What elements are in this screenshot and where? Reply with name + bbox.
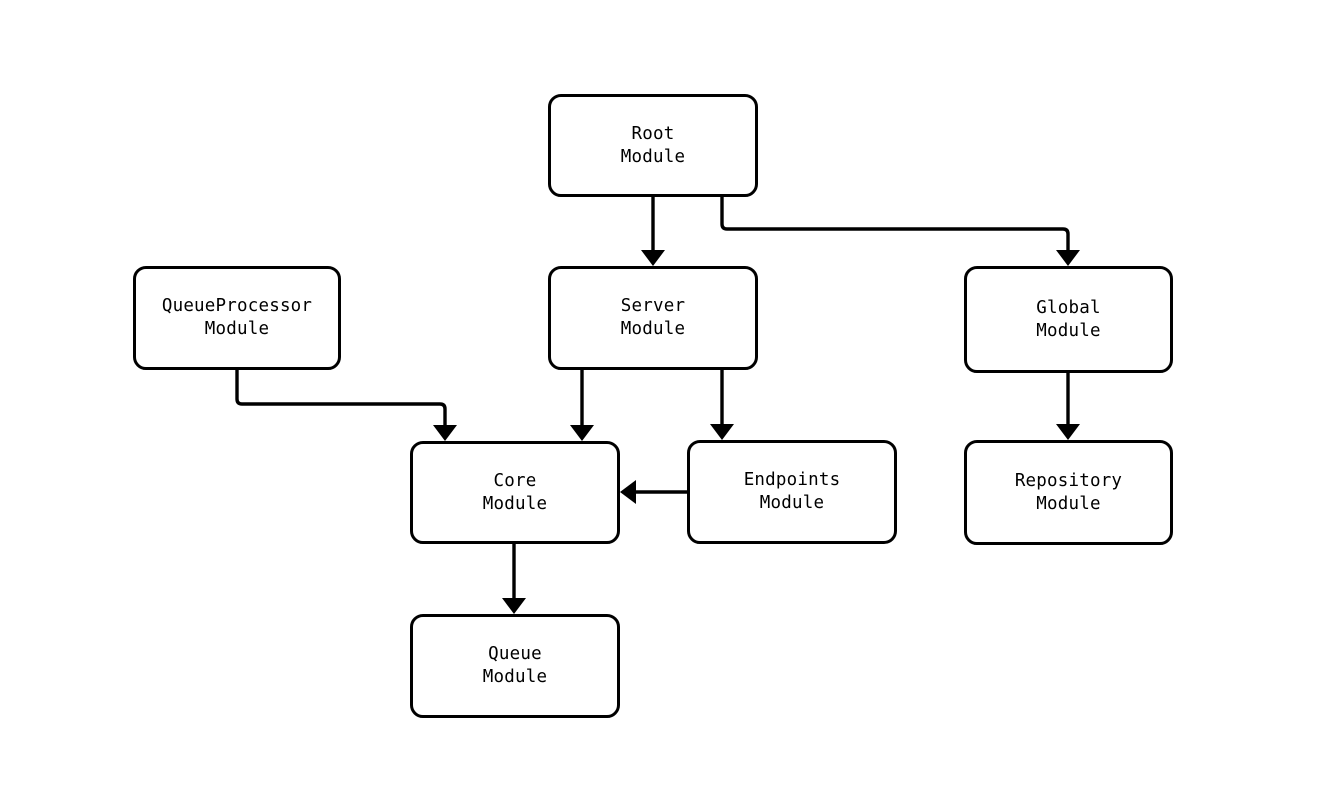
edge-root-to-server bbox=[641, 197, 665, 266]
node-label-root-module: Root Module bbox=[620, 123, 686, 167]
node-root-module[interactable]: Root Module bbox=[548, 94, 758, 197]
node-label-queue-module: Queue Module bbox=[482, 644, 548, 687]
edge-core-to-queue bbox=[502, 544, 526, 614]
edge-server-to-endpoints bbox=[710, 370, 734, 440]
node-label-server-module: Server Module bbox=[620, 296, 686, 339]
edge-endpoints-to-core bbox=[620, 480, 687, 504]
node-server-module[interactable]: Server Module bbox=[548, 266, 758, 370]
edge-server-to-core bbox=[570, 370, 594, 441]
edge-queueprocessor-to-core bbox=[235, 370, 457, 441]
node-label-endpoints-module: Endpoints Module bbox=[743, 470, 841, 513]
node-queueprocessor-module[interactable]: QueueProcessor Module bbox=[133, 266, 341, 370]
node-label-queueprocessor-module: QueueProcessor Module bbox=[161, 296, 313, 339]
node-label-core-module: Core Module bbox=[482, 470, 548, 514]
node-label-global-module: Global Module bbox=[1036, 297, 1101, 341]
node-global-module[interactable]: Global Module bbox=[964, 266, 1173, 373]
node-endpoints-module[interactable]: Endpoints Module bbox=[687, 440, 897, 544]
node-repository-module[interactable]: Repository Module bbox=[964, 440, 1173, 545]
node-core-module[interactable]: Core Module bbox=[410, 441, 620, 544]
node-label-repository-module: Repository Module bbox=[1014, 470, 1123, 514]
node-queue-module[interactable]: Queue Module bbox=[410, 614, 620, 718]
edge-global-to-repository bbox=[1056, 373, 1080, 440]
edge-root-to-global bbox=[720, 197, 1080, 266]
